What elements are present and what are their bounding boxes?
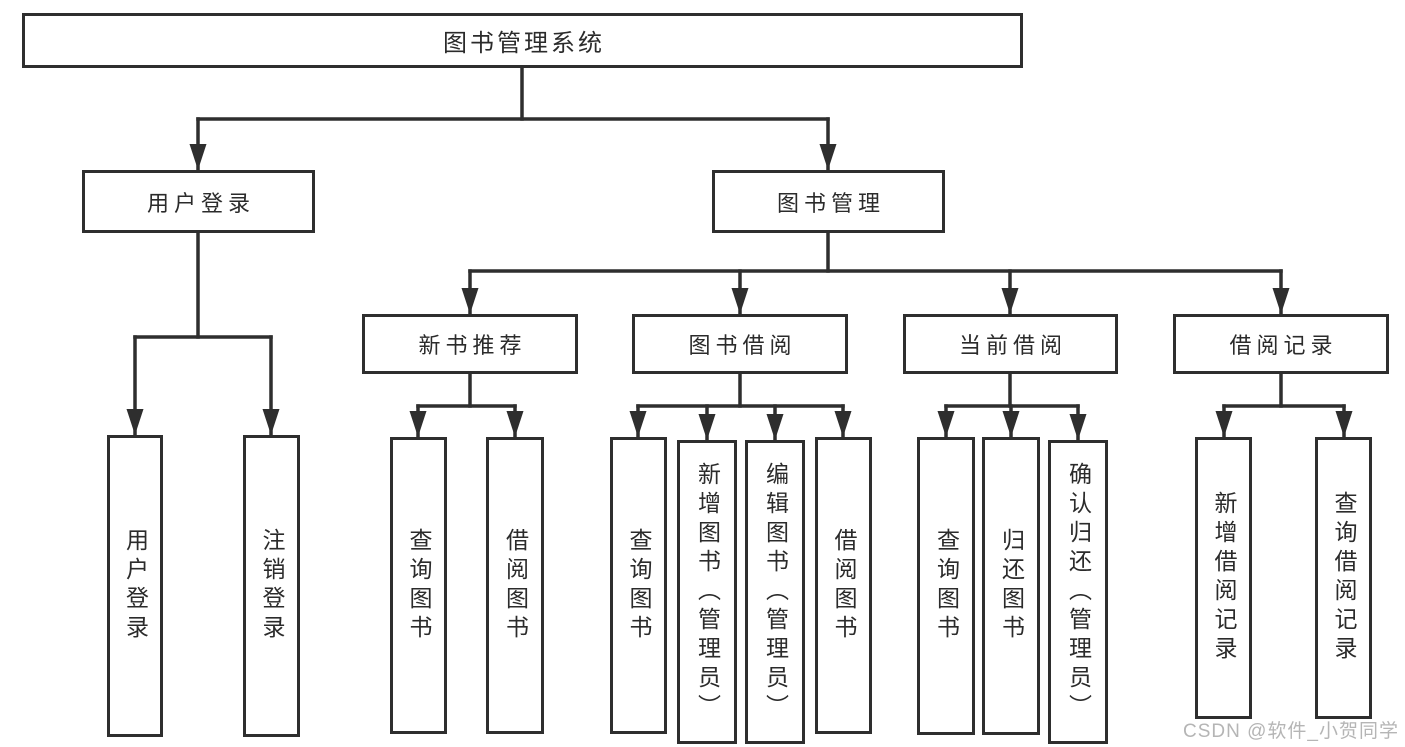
node-current-borrow: 当前借阅 [903,314,1118,374]
node-label: 新增图书（管理员） [694,461,721,723]
node-borrow-records: 借阅记录 [1173,314,1389,374]
connector-borrow-record-split [1215,372,1353,438]
leaf-user-login: 用户登录 [107,435,163,737]
node-label: 借阅图书 [831,527,857,644]
node-label: 归还图书 [998,528,1025,644]
leaf-borrow-books: 借阅图书 [815,437,872,734]
node-label: 确认归还（管理员） [1065,461,1092,723]
leaf-query-books-recommend: 查询图书 [390,437,447,734]
leaf-query-books-borrow: 查询图书 [610,437,667,734]
node-label: 借阅记录 [1229,333,1338,358]
connector-current-borrow-split [937,372,1087,441]
node-label: 图书管理系统 [443,30,605,57]
leaf-add-borrow-record: 新增借阅记录 [1195,437,1252,719]
connector-root-split [189,66,837,171]
connector-book-borrow-split [629,372,852,441]
node-label: 查询图书 [933,528,960,644]
leaf-confirm-return-admin: 确认归还（管理员） [1048,440,1108,744]
node-root-system: 图书管理系统 [22,13,1023,68]
node-book-management: 图书管理 [712,170,945,233]
leaf-logout: 注销登录 [243,435,300,737]
leaf-edit-books-admin: 编辑图书（管理员） [745,440,805,744]
leaf-query-borrow-record: 查询借阅记录 [1315,437,1372,719]
node-label: 借阅图书 [502,527,529,644]
connector-book-management-split [461,231,1290,315]
node-label: 图书借阅 [688,333,797,358]
connector-user-login-split [126,231,280,436]
leaf-return-books: 归还图书 [982,437,1040,735]
node-label: 查询图书 [406,527,432,644]
node-label: 图书管理 [776,190,885,216]
csdn-watermark: CSDN @软件_小贺同学 [1183,721,1399,742]
node-new-book-recommend: 新书推荐 [362,314,578,374]
node-book-borrow: 图书借阅 [632,314,848,374]
node-label: 当前借阅 [958,333,1067,358]
node-user-login: 用户登录 [82,170,315,233]
node-label: 用户登录 [122,528,149,644]
leaf-add-books-admin: 新增图书（管理员） [677,440,737,744]
node-label: 注销登录 [259,528,285,644]
node-label: 新增借阅记录 [1211,491,1237,665]
leaf-query-books-current: 查询图书 [917,437,975,735]
node-label: 查询借阅记录 [1331,491,1357,665]
node-label: 用户登录 [146,190,255,216]
leaf-borrow-books-recommend: 借阅图书 [486,437,544,734]
node-label: 编辑图书（管理员） [762,461,789,723]
connector-new-book-split [409,372,524,438]
node-label: 查询图书 [626,527,652,644]
node-label: 新书推荐 [418,333,527,358]
